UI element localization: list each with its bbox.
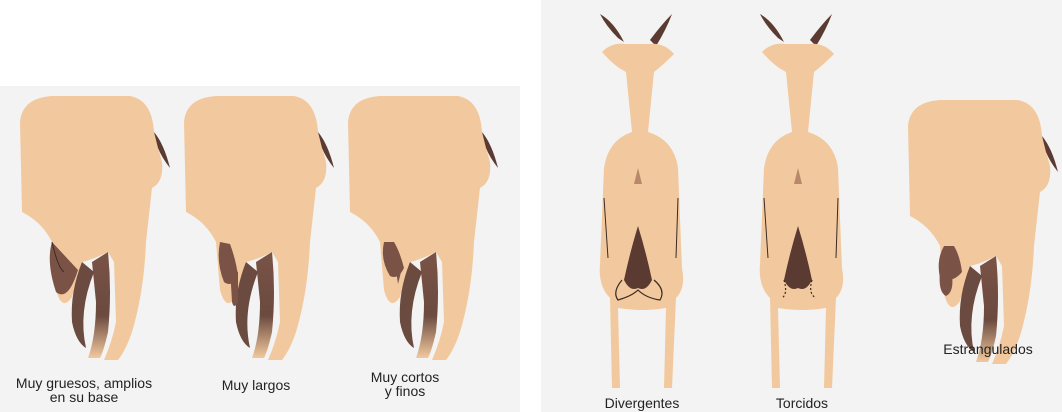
caption-thick-teats: Muy gruesos, amplios en su base <box>6 376 162 404</box>
caption-divergent-teats: Divergentes <box>597 396 687 410</box>
goat-rear-view-twisted-teats <box>742 8 862 400</box>
caption-long-teats: Muy largos <box>206 378 306 392</box>
caption-twisted-teats: Torcidos <box>767 396 837 410</box>
goat-side-view-thick-teats <box>12 92 172 372</box>
caption-short-thin-teats: Muy cortos y finos <box>350 370 460 398</box>
caption-constricted-teats: Estrangulados <box>928 342 1048 356</box>
goat-side-view-constricted-teats <box>900 96 1060 376</box>
goat-side-view-long-teats <box>176 92 336 372</box>
goat-side-view-short-thin-teats <box>340 92 500 372</box>
goat-rear-view-divergent-teats <box>582 8 702 400</box>
